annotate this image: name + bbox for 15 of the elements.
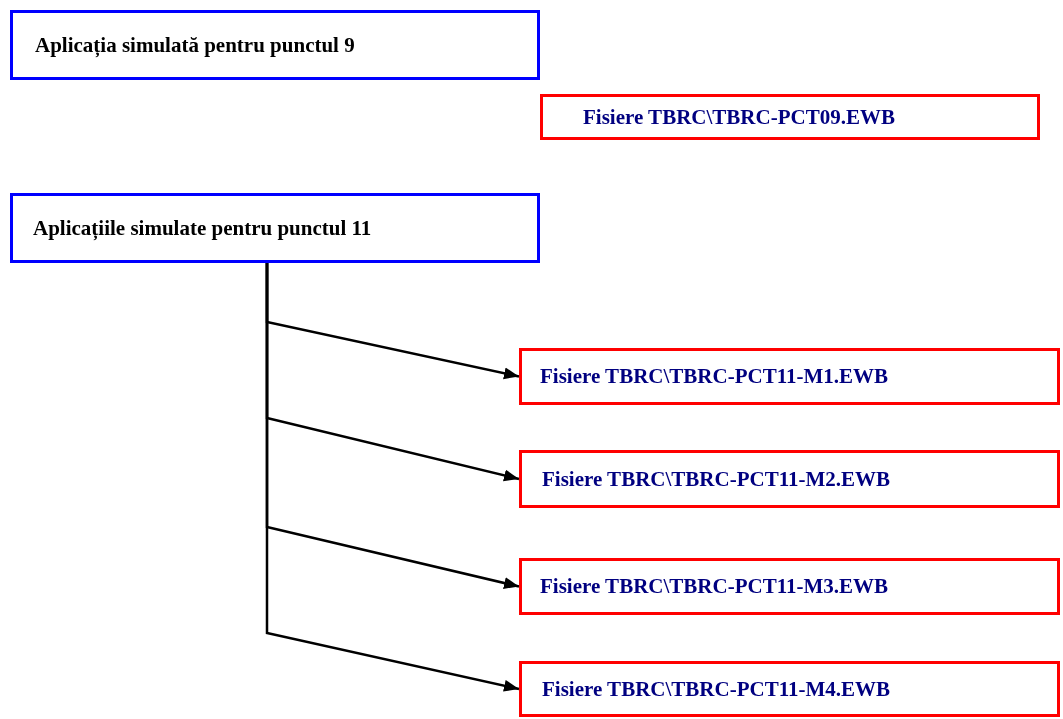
file-box [519,558,1060,615]
file-box [519,450,1060,508]
label-text: Aplicațiile simulate pentru punctul 11 [33,215,372,241]
label-text: Fisiere TBRC\TBRC-PCT11-M4.EWB [542,676,891,702]
label-text: Fisiere TBRC\TBRC-PCT09.EWB [583,104,895,130]
file-box [540,94,1040,140]
label-text: Fisiere TBRC\TBRC-PCT11-M2.EWB [542,466,891,492]
title-box [10,193,540,263]
label-text: Fisiere TBRC\TBRC-PCT11-M3.EWB [540,574,889,599]
title-box [10,10,540,80]
file-box [519,661,1060,717]
label-text: Fisiere TBRC\TBRC-PCT11-M1.EWB [540,364,889,389]
label-text: Aplicația simulată pentru punctul 9 [35,32,355,58]
file-box [519,348,1060,405]
connector-arrow [265,263,520,692]
